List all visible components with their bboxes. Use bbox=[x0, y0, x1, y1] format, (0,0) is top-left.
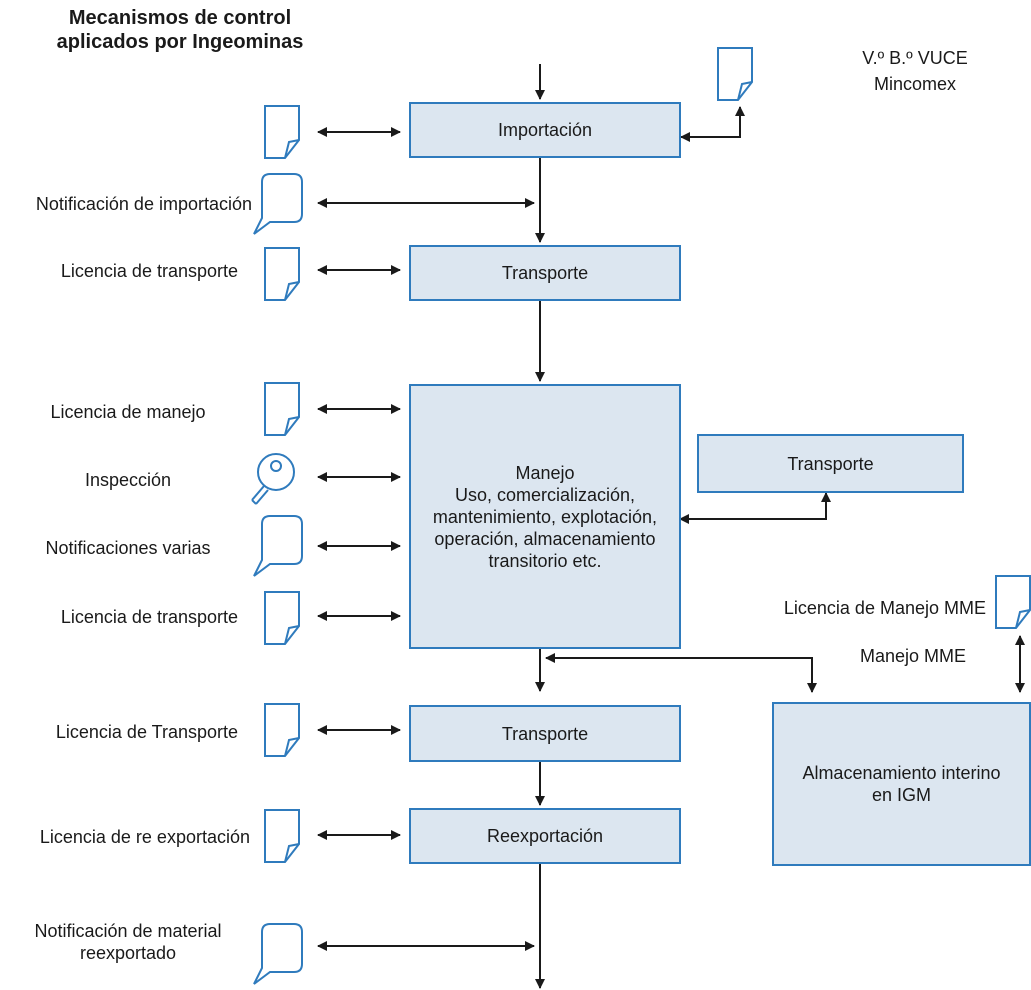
arrow-branch-almacenamiento bbox=[545, 653, 817, 693]
box-manejo-line: mantenimiento, explotación, bbox=[432, 506, 658, 527]
box-manejo: Manejo Uso, comercialización, mantenimie… bbox=[409, 384, 681, 649]
label-manejo-mme: Manejo MME bbox=[859, 646, 967, 666]
label-notificacion-reexportado: Notificación de material reexportado bbox=[10, 920, 246, 964]
document-icon bbox=[995, 575, 1031, 629]
label-notificacion-reexportado-line-2: reexportado bbox=[79, 943, 177, 963]
label-licencia-reexportacion: Licencia de re exportación bbox=[39, 827, 250, 847]
vuce-label: V.º B.º VUCE Mincomex bbox=[820, 47, 1010, 95]
document-icon bbox=[717, 47, 753, 101]
box-manejo-line: Manejo bbox=[515, 462, 575, 483]
title-line-2: aplicados por Ingeominas bbox=[56, 31, 304, 53]
label-notificacion-importacion: Notificación de importación bbox=[35, 194, 252, 214]
document-icon bbox=[264, 382, 300, 436]
box-transporte-2: Transporte bbox=[409, 705, 681, 762]
label-licencia-transporte-1: Licencia de transporte bbox=[60, 261, 238, 281]
box-transporte-1: Transporte bbox=[409, 245, 681, 301]
document-icon bbox=[264, 247, 300, 301]
arrow-manejo-side-transporte bbox=[679, 492, 831, 524]
label-licencia-manejo-mme: Licencia de Manejo MME bbox=[783, 598, 986, 618]
box-transporte-side-label: Transporte bbox=[787, 453, 874, 474]
box-importacion-label: Importación bbox=[497, 120, 593, 140]
label-licencia-transporte-3: Licencia de Transporte bbox=[55, 722, 238, 742]
vuce-line-1: V.º B.º VUCE bbox=[862, 48, 968, 68]
box-reexportacion-label: Reexportación bbox=[486, 826, 604, 846]
diagram-title: Mecanismos de control aplicados por Inge… bbox=[30, 6, 330, 54]
document-icon bbox=[264, 809, 300, 863]
box-transporte-side: Transporte bbox=[697, 434, 964, 493]
label-inspeccion: Inspección bbox=[84, 470, 172, 490]
notification-bubble-icon bbox=[253, 515, 303, 577]
box-manejo-line: transitorio etc. bbox=[488, 550, 602, 571]
document-icon bbox=[264, 105, 300, 159]
box-transporte-2-label: Transporte bbox=[501, 723, 589, 744]
box-reexportacion: Reexportación bbox=[409, 808, 681, 864]
box-almacenamiento-line: en IGM bbox=[871, 785, 932, 805]
box-manejo-line: Uso, comercialización, bbox=[454, 484, 636, 505]
box-almacenamiento-line: Almacenamiento interino bbox=[802, 763, 1001, 783]
label-licencia-manejo: Licencia de manejo bbox=[50, 402, 206, 422]
magnifier-icon bbox=[251, 453, 295, 505]
label-notificacion-reexportado-line-1: Notificación de material bbox=[34, 921, 222, 941]
box-almacenamiento: Almacenamiento interino en IGM bbox=[772, 702, 1031, 866]
arrow-importacion-vuce bbox=[680, 106, 745, 142]
label-licencia-transporte-2: Licencia de transporte bbox=[60, 607, 238, 627]
vuce-line-2: Mincomex bbox=[873, 74, 957, 94]
document-icon bbox=[264, 703, 300, 757]
document-icon bbox=[264, 591, 300, 645]
box-transporte-1-label: Transporte bbox=[501, 263, 589, 283]
notification-bubble-icon bbox=[253, 173, 303, 235]
title-line-1: Mecanismos de control bbox=[68, 7, 292, 29]
notification-bubble-icon bbox=[253, 923, 303, 985]
label-notificaciones-varias: Notificaciones varias bbox=[45, 538, 211, 558]
box-manejo-line: operación, almacenamiento bbox=[434, 528, 656, 549]
box-importacion: Importación bbox=[409, 102, 681, 158]
